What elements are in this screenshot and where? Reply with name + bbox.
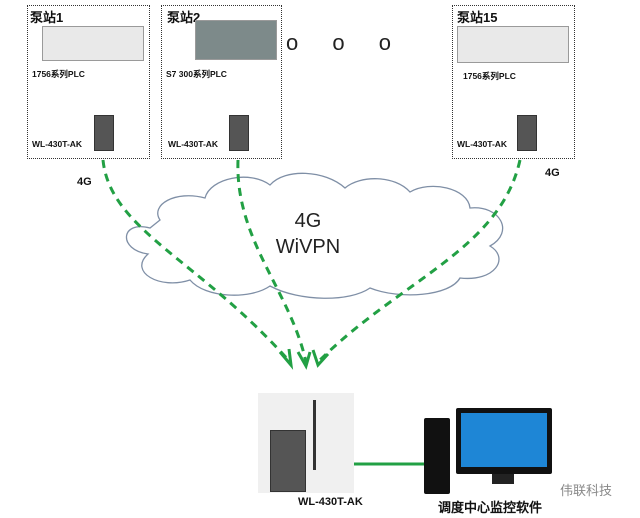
cloud-label-wivpn: WiVPN (275, 236, 341, 258)
monitor-stand (492, 474, 514, 484)
station-15-device-label: WL-430T-AK (457, 139, 508, 149)
arrowhead-1 (278, 348, 294, 370)
station-2-title: 泵站2 (167, 10, 201, 25)
station-2-plc-label: S7 300系列PLC (166, 69, 227, 79)
dashed-link-station2 (236, 159, 308, 363)
cloud-shape (125, 172, 504, 299)
station-2-device-label: WL-430T-AK (168, 139, 219, 149)
station-1-device-label: WL-430T-AK (32, 139, 83, 149)
station-1-router-image (94, 115, 114, 151)
watermark-text: 伟联科技 (560, 483, 613, 498)
arrowhead-2 (296, 351, 312, 370)
center-router-antenna (313, 400, 316, 470)
station-15-title: 泵站15 (457, 10, 498, 25)
station-1-title: 泵站1 (30, 10, 64, 25)
dashed-link-station15 (316, 159, 522, 364)
center-device-label: WL-430T-AK (298, 496, 363, 508)
more-stations-ellipsis: o o o (286, 30, 405, 55)
monitor-icon (456, 408, 552, 474)
station-2-plc-image (195, 20, 277, 60)
station-1-plc-image (42, 26, 144, 61)
station-15-plc-image (457, 26, 569, 63)
station-2-router-image (229, 115, 249, 151)
link-label-4g-left: 4G (77, 176, 92, 188)
station-1-plc-label: 1756系列PLC (32, 69, 85, 79)
arrowhead-3 (311, 349, 330, 368)
station-15-router-image (517, 115, 537, 151)
station-15-plc-label: 1756系列PLC (463, 71, 516, 81)
dashed-link-station1 (101, 159, 292, 363)
link-label-4g-right: 4G (545, 167, 560, 179)
monitor-screen (461, 413, 547, 467)
center-router-image (270, 430, 306, 492)
computer-tower-icon (424, 418, 450, 494)
monitoring-software-label: 调度中心监控软件 (438, 500, 543, 515)
cloud-label-4g: 4G (294, 210, 322, 232)
